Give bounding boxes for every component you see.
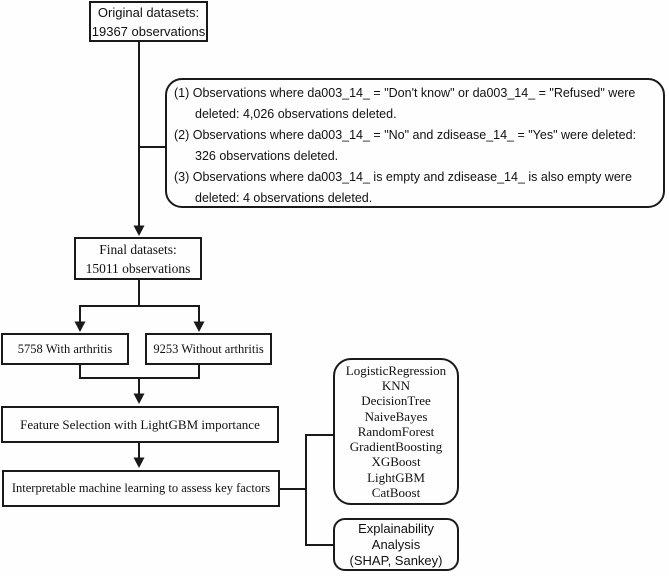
criteria-item-1-line-1: (1) Observations where da003_14_ = "Don'… xyxy=(174,86,636,100)
model-item-catboost: CatBoost xyxy=(371,485,421,501)
arrowhead-to-interpret xyxy=(133,457,145,468)
model-item-knn: KNN xyxy=(381,377,411,393)
explainability-box: Explainability Analysis (SHAP, Sankey) xyxy=(333,518,459,571)
arrowhead-to-without xyxy=(193,321,205,332)
models-list-box: LogisticRegression KNN DecisionTree Naiv… xyxy=(333,358,459,505)
interpretable-ml-box: Interpretable machine learning to assess… xyxy=(2,470,280,507)
criteria-item-2-line-1: (2) Observations where da003_14_ = "No" … xyxy=(174,128,637,142)
criteria-list: (1) Observations where da003_14_ = "Don'… xyxy=(174,83,636,209)
exclusion-criteria-box: (1) Observations where da003_14_ = "Don'… xyxy=(165,78,665,208)
arrowhead-to-feature xyxy=(133,393,145,404)
model-item-xgboost: XGBoost xyxy=(371,454,421,470)
model-item-decision-tree: DecisionTree xyxy=(361,393,431,409)
arrowhead-to-final xyxy=(133,225,145,236)
arrowhead-to-with xyxy=(74,321,86,332)
line-merge-to-feature xyxy=(79,364,200,395)
with-arthritis-box: 5758 With arthritis xyxy=(1,333,129,365)
original-datasets-box: Original datasets: 19367 observations xyxy=(89,1,208,42)
criteria-item-3-line-1: (3) Observations where da003_14_ is empt… xyxy=(174,170,632,184)
model-item-lightgbm: LightGBM xyxy=(367,469,425,485)
model-item-random-forest: RandomForest xyxy=(357,423,435,439)
line-interpret-to-right xyxy=(279,434,334,546)
without-arthritis-box: 9253 Without arthritis xyxy=(145,333,272,365)
model-item-logistic-regression: LogisticRegression xyxy=(345,362,447,378)
criteria-item-2-line-2: 326 observations deleted. xyxy=(195,149,339,163)
criteria-item-1-line-2: deleted: 4,026 observations deleted. xyxy=(195,107,397,121)
feature-selection-box: Feature Selection with LightGBM importan… xyxy=(1,406,279,443)
model-item-naive-bayes: NaiveBayes xyxy=(364,408,428,424)
model-item-gradient-boosting: GradientBoosting xyxy=(349,439,443,455)
final-datasets-box: Final datasets: 15011 observations xyxy=(74,237,202,280)
criteria-item-3-line-2: deleted: 4 observations deleted. xyxy=(195,191,373,205)
line-final-split xyxy=(79,279,200,323)
